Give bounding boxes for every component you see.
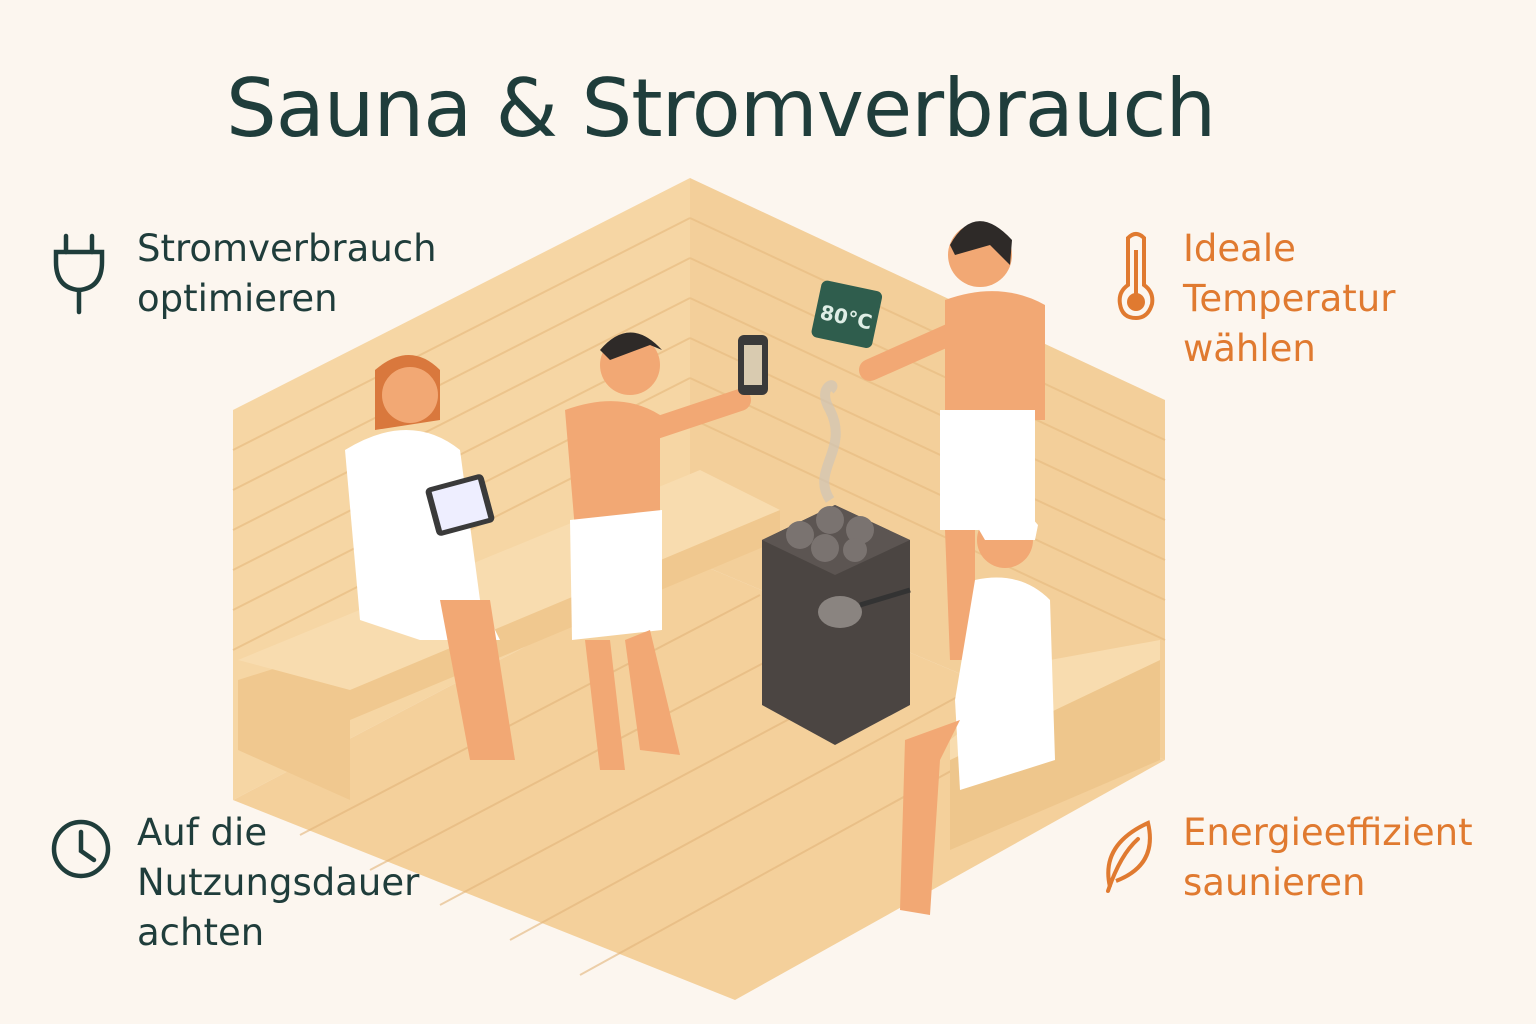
- tip-temperatur: Ideale Temperatur wählen: [1183, 224, 1395, 374]
- page-title: Sauna & Stromverbrauch: [226, 62, 1216, 155]
- person-man-sign: 80°C: [811, 221, 1045, 660]
- sauna-stove: [762, 380, 911, 745]
- tip-text: Energieeffizient saunieren: [1183, 811, 1473, 904]
- person-woman-turban: [900, 505, 1055, 915]
- plug-icon: [52, 232, 106, 320]
- tip-text: Auf die Nutzungsdauer achten: [137, 811, 420, 954]
- tip-text: Ideale Temperatur wählen: [1183, 227, 1396, 370]
- tip-stromverbrauch: Stromverbrauch optimieren: [137, 224, 437, 324]
- leaf-icon: [1100, 815, 1156, 899]
- tip-text: Stromverbrauch optimieren: [137, 227, 437, 320]
- thermometer-icon: [1114, 230, 1158, 324]
- tip-nutzungsdauer: Auf die Nutzungsdauer achten: [137, 808, 419, 958]
- clock-icon: [50, 818, 112, 884]
- floor: [233, 560, 1165, 1000]
- person-man-phone: [565, 332, 768, 770]
- person-woman-tablet: [345, 355, 515, 760]
- right-bench: [950, 660, 1160, 850]
- tip-energieeffizient: Energieeffizient saunieren: [1183, 808, 1473, 908]
